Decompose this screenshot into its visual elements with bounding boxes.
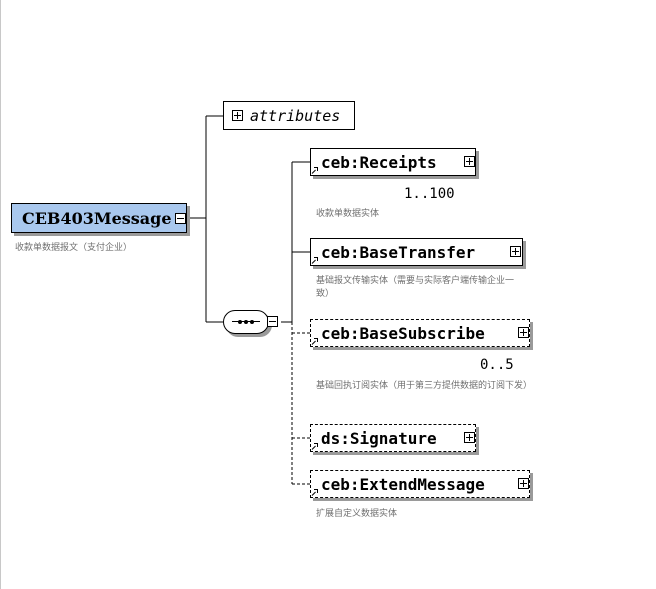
element-ceb-extendmessage[interactable]: ceb:ExtendMessage bbox=[310, 470, 530, 498]
attributes-label: attributes bbox=[250, 106, 341, 125]
reference-arrow-icon bbox=[312, 443, 318, 450]
element-documentation: 基础报文传输实体（需要与实际客户端传输企业一致） bbox=[316, 276, 515, 299]
element-name: ds:Signature bbox=[321, 428, 437, 448]
occurrence-label: 1..100 bbox=[404, 186, 455, 202]
collapse-icon[interactable] bbox=[175, 213, 186, 224]
collapse-icon[interactable] bbox=[267, 316, 278, 327]
expand-icon[interactable] bbox=[518, 478, 529, 489]
attributes-box[interactable]: attributes bbox=[223, 101, 355, 130]
element-name: ceb:Receipts bbox=[321, 152, 437, 172]
expand-icon[interactable] bbox=[232, 110, 243, 121]
root-element-CEB403Message[interactable]: CEB403Message bbox=[11, 203, 187, 233]
reference-arrow-icon bbox=[312, 338, 318, 345]
element-documentation: 扩展自定义数据实体 bbox=[316, 509, 398, 519]
element-name: ceb:BaseTransfer bbox=[321, 242, 476, 262]
element-ceb-basesubscribe[interactable]: ceb:BaseSubscribe bbox=[310, 319, 533, 350]
element-name: ceb:ExtendMessage bbox=[321, 474, 485, 494]
root-documentation: 收款单数据报文（支付企业） bbox=[15, 243, 133, 253]
element-ceb-basetransfer[interactable]: ceb:BaseTransfer bbox=[310, 238, 523, 266]
expand-icon[interactable] bbox=[464, 156, 475, 167]
root-element-name: CEB403Message bbox=[22, 208, 172, 228]
reference-arrow-icon bbox=[312, 257, 318, 264]
expand-icon[interactable] bbox=[464, 432, 475, 443]
expand-icon[interactable] bbox=[510, 246, 521, 257]
element-ds-signature[interactable]: ds:Signature bbox=[310, 424, 476, 452]
reference-arrow-icon bbox=[312, 489, 318, 496]
element-documentation: 收款单数据实体 bbox=[316, 209, 380, 219]
element-name: ceb:BaseSubscribe bbox=[321, 323, 485, 343]
element-documentation: 基础回执订阅实体（用于第三方提供数据的订阅下发） bbox=[316, 381, 533, 391]
element-ceb-receipts[interactable]: ceb:Receipts bbox=[310, 148, 479, 179]
sequence-compositor-icon[interactable] bbox=[223, 310, 269, 334]
reference-arrow-icon bbox=[312, 167, 318, 174]
occurrence-label: 0..5 bbox=[480, 357, 514, 373]
expand-icon[interactable] bbox=[518, 327, 529, 338]
